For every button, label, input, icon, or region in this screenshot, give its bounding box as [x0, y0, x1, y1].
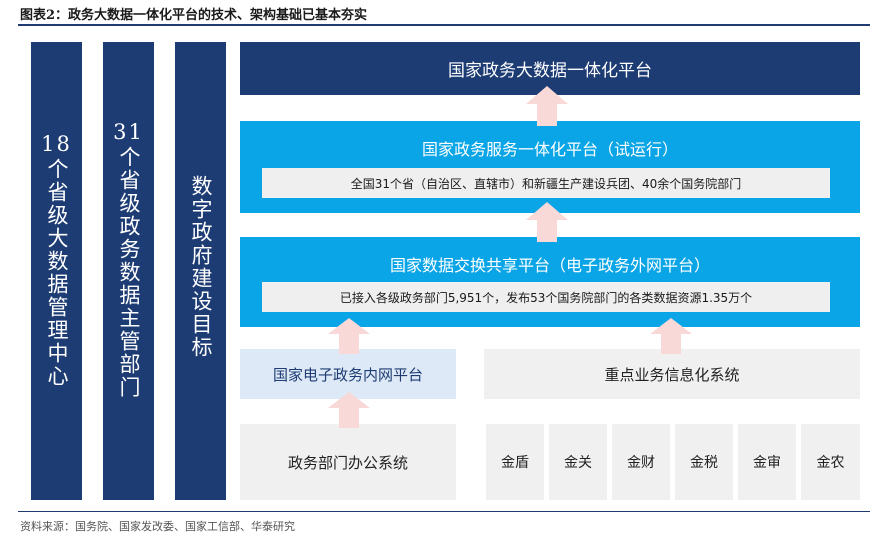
source-note: 资料来源：国务院、国家发改委、国家工信部、华泰研究 — [20, 520, 295, 533]
system-label: 金财 — [627, 455, 655, 471]
column-2-number: 31 — [113, 120, 144, 144]
system-box-jinshen: 金审 — [738, 424, 796, 500]
office-systems-label: 政务部门办公系统 — [287, 453, 408, 472]
title-divider — [18, 24, 870, 26]
system-box-jincai: 金财 — [612, 424, 670, 500]
business-systems-label: 重点业务信息化系统 — [604, 365, 740, 384]
column-digital-government: 数字政府建设目标 — [175, 42, 226, 500]
system-label: 金盾 — [501, 455, 529, 471]
arrow-up-icon — [526, 86, 568, 126]
intranet-platform-box: 国家电子政务内网平台 — [240, 349, 456, 399]
column-2-text: 个省级政务数据主管部门 — [117, 146, 141, 399]
column-3-text: 数字政府建设目标 — [189, 175, 213, 359]
system-label: 金关 — [564, 455, 592, 471]
source-divider — [18, 511, 870, 512]
system-label: 金审 — [753, 455, 781, 471]
arrow-up-icon — [526, 202, 568, 242]
system-box-jindun: 金盾 — [486, 424, 544, 500]
arrow-up-icon — [328, 392, 370, 428]
business-systems-box: 重点业务信息化系统 — [484, 349, 860, 399]
column-provincial-centers: 18 个省级大数据管理中心 — [31, 42, 82, 500]
column-1-number: 18 — [41, 132, 72, 156]
system-label: 金税 — [690, 455, 718, 471]
system-box-jinnong: 金农 — [801, 424, 860, 500]
office-systems-box: 政务部门办公系统 — [240, 424, 456, 500]
intranet-platform-label: 国家电子政务内网平台 — [272, 365, 423, 384]
column-1-text: 个省级大数据管理中心 — [45, 158, 69, 388]
system-box-jinguan: 金关 — [549, 424, 607, 500]
exchange-platform-desc: 已接入各级政务部门5,951个，发布53个国务院部门的各类数据资源1.35万个 — [262, 282, 830, 312]
service-platform-box: 国家政务服务一体化平台（试运行） — [240, 121, 860, 213]
arrow-up-icon — [328, 318, 370, 354]
column-provincial-departments: 31 个省级政务数据主管部门 — [103, 42, 154, 500]
top-platform-label: 国家政务大数据一体化平台 — [448, 61, 652, 81]
service-platform-label: 国家政务服务一体化平台（试运行） — [421, 140, 678, 159]
system-box-jinshui: 金税 — [675, 424, 733, 500]
figure-title: 图表2：政务大数据一体化平台的技术、架构基础已基本夯实 — [20, 8, 368, 23]
service-platform-desc: 全国31个省（自治区、直辖市）和新疆生产建设兵团、40余个国务院部门 — [262, 168, 830, 198]
top-platform-box: 国家政务大数据一体化平台 — [240, 42, 860, 95]
arrow-up-icon — [650, 318, 692, 354]
system-label: 金农 — [816, 455, 845, 471]
exchange-platform-label: 国家数据交换共享平台（电子政务外网平台） — [389, 256, 710, 275]
